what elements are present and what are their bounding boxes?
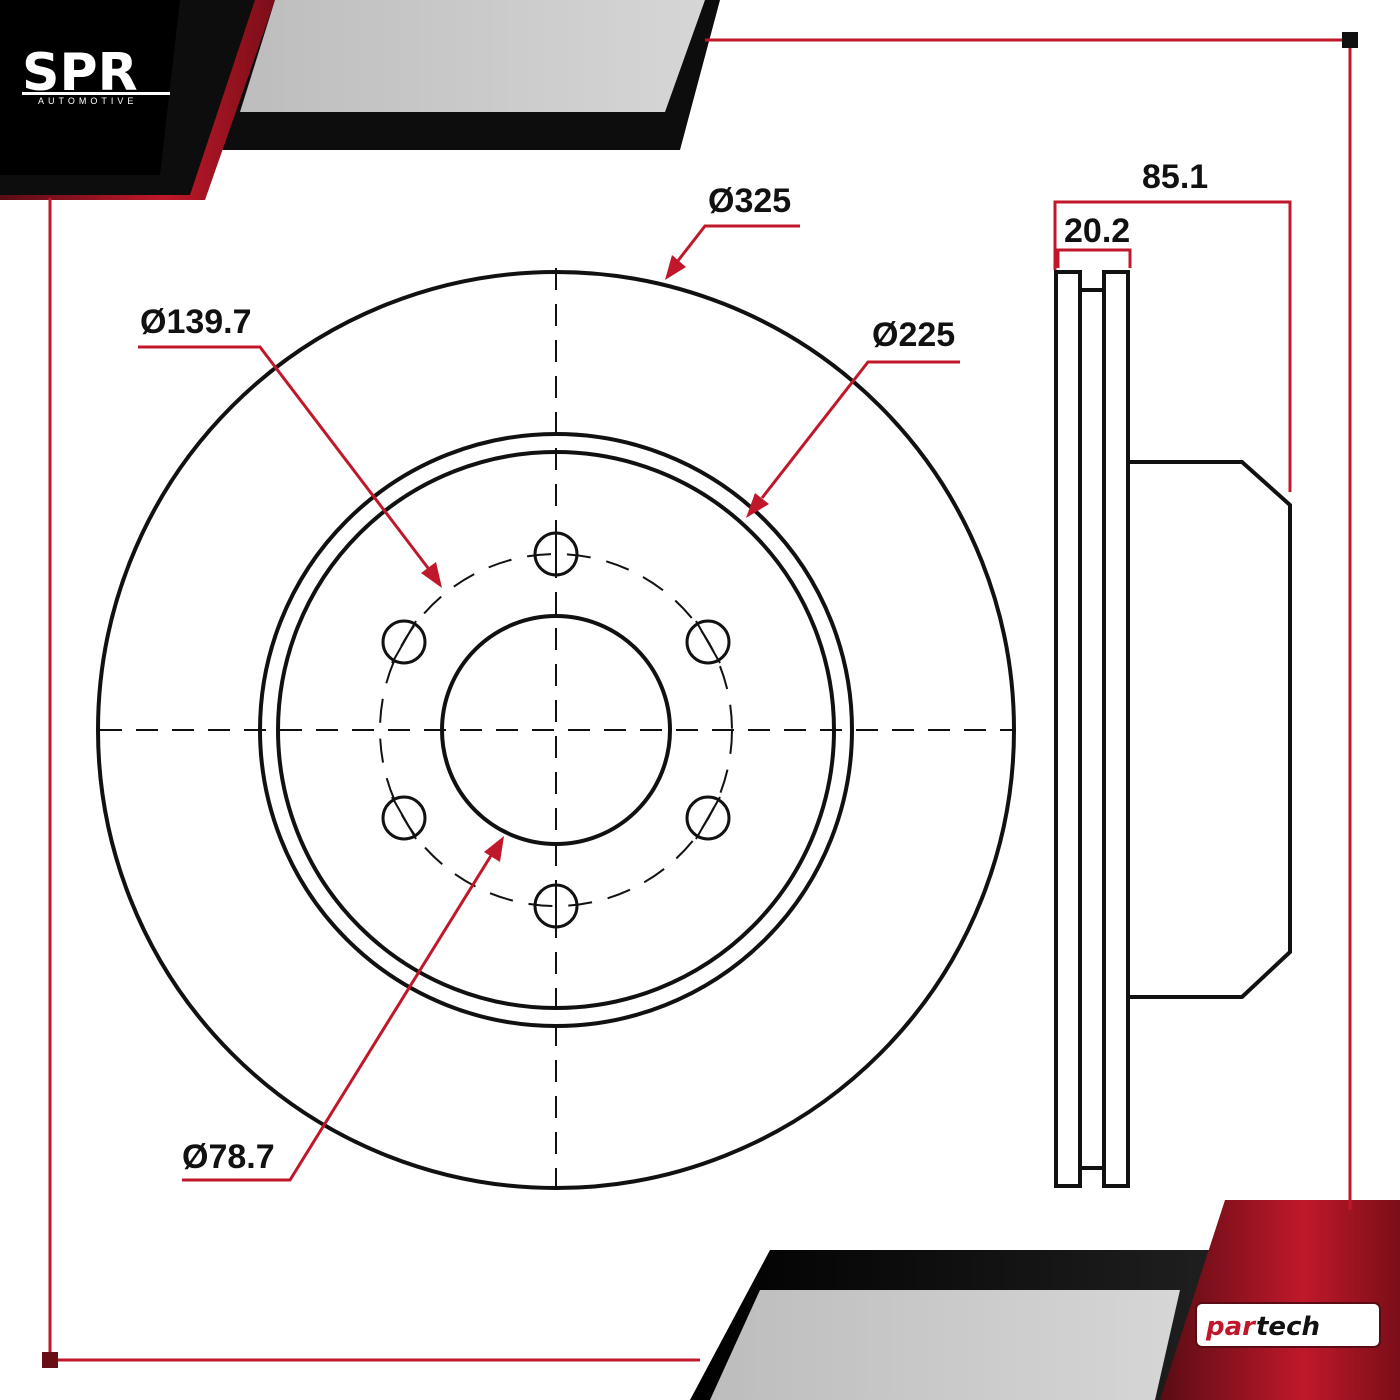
footer-banner: par tech xyxy=(690,1200,1400,1400)
label-bolt-circle: Ø139.7 xyxy=(140,303,252,341)
lug-hole-upper-right xyxy=(685,619,731,665)
rotor-plate-left xyxy=(1054,270,1082,1188)
label-thickness: 20.2 xyxy=(1064,212,1130,250)
lug-mark-lower-left xyxy=(391,796,417,840)
partech-left-text: par xyxy=(1205,1312,1257,1342)
leader-thickness xyxy=(1056,248,1132,268)
rotor-side-view xyxy=(1054,270,1292,1188)
arrow-inner-diameter xyxy=(746,493,769,518)
leader-inner-diameter xyxy=(760,360,960,499)
spr-logo: SPR AUTOMOTIVE xyxy=(22,43,170,106)
logo-underline xyxy=(22,92,170,95)
rotor-front-view xyxy=(96,268,1016,1190)
arrow-bolt-circle xyxy=(421,562,442,588)
leader-overall-height xyxy=(1053,200,1292,492)
arrow-outer-diameter xyxy=(665,255,686,280)
rotor-plate-right xyxy=(1102,270,1130,1188)
lug-hole-lower-right xyxy=(685,795,731,841)
lug-mark-upper-left xyxy=(391,620,417,664)
banner-gray-panel xyxy=(240,0,705,112)
center-bore-circle xyxy=(440,614,672,846)
banner-red-stripe xyxy=(0,0,275,200)
logo-background xyxy=(0,0,180,175)
lug-hole-lower-left xyxy=(381,795,427,841)
label-overall-height: 85.1 xyxy=(1142,158,1208,196)
dimension-leaders xyxy=(138,200,1292,1182)
bolt-circle xyxy=(379,553,733,907)
lug-hole-upper-left xyxy=(381,619,427,665)
header-banner: SPR AUTOMOTIVE xyxy=(0,0,720,200)
frame-corner-marker-bottom xyxy=(42,1352,58,1368)
label-inner-diameter: Ø225 xyxy=(872,316,955,354)
dimension-frame xyxy=(48,38,1352,1362)
lug-holes xyxy=(381,531,731,929)
lug-mark-upper-right xyxy=(695,620,721,664)
lug-hole-radial-marks xyxy=(391,530,721,930)
hat-outer-circle xyxy=(258,432,854,1028)
partech-logo: par tech xyxy=(1195,1302,1381,1348)
partech-right-text: tech xyxy=(1256,1312,1320,1342)
partech-badge xyxy=(1195,1302,1381,1348)
label-outer-diameter: Ø325 xyxy=(708,182,791,220)
arrow-center-bore xyxy=(484,836,504,862)
leader-center-bore xyxy=(182,853,494,1182)
lug-mark-lower-right xyxy=(695,796,721,840)
footer-gray-panel xyxy=(710,1290,1180,1400)
label-center-bore: Ø78.7 xyxy=(182,1138,275,1176)
frame-corner-marker-top xyxy=(1342,32,1358,48)
leader-bolt-circle xyxy=(138,345,430,569)
dimension-arrowheads xyxy=(421,255,769,862)
dimension-labels: Ø325 Ø139.7 Ø225 Ø78.7 85.1 20.2 xyxy=(140,158,1208,1176)
hat-inner-circle xyxy=(276,450,836,1010)
leader-outer-diameter xyxy=(675,224,800,263)
logo-subtext: AUTOMOTIVE xyxy=(38,96,137,106)
hat-profile xyxy=(1128,460,1292,999)
footer-red-panel xyxy=(1160,1200,1400,1400)
outer-rim-circle xyxy=(96,270,1016,1190)
